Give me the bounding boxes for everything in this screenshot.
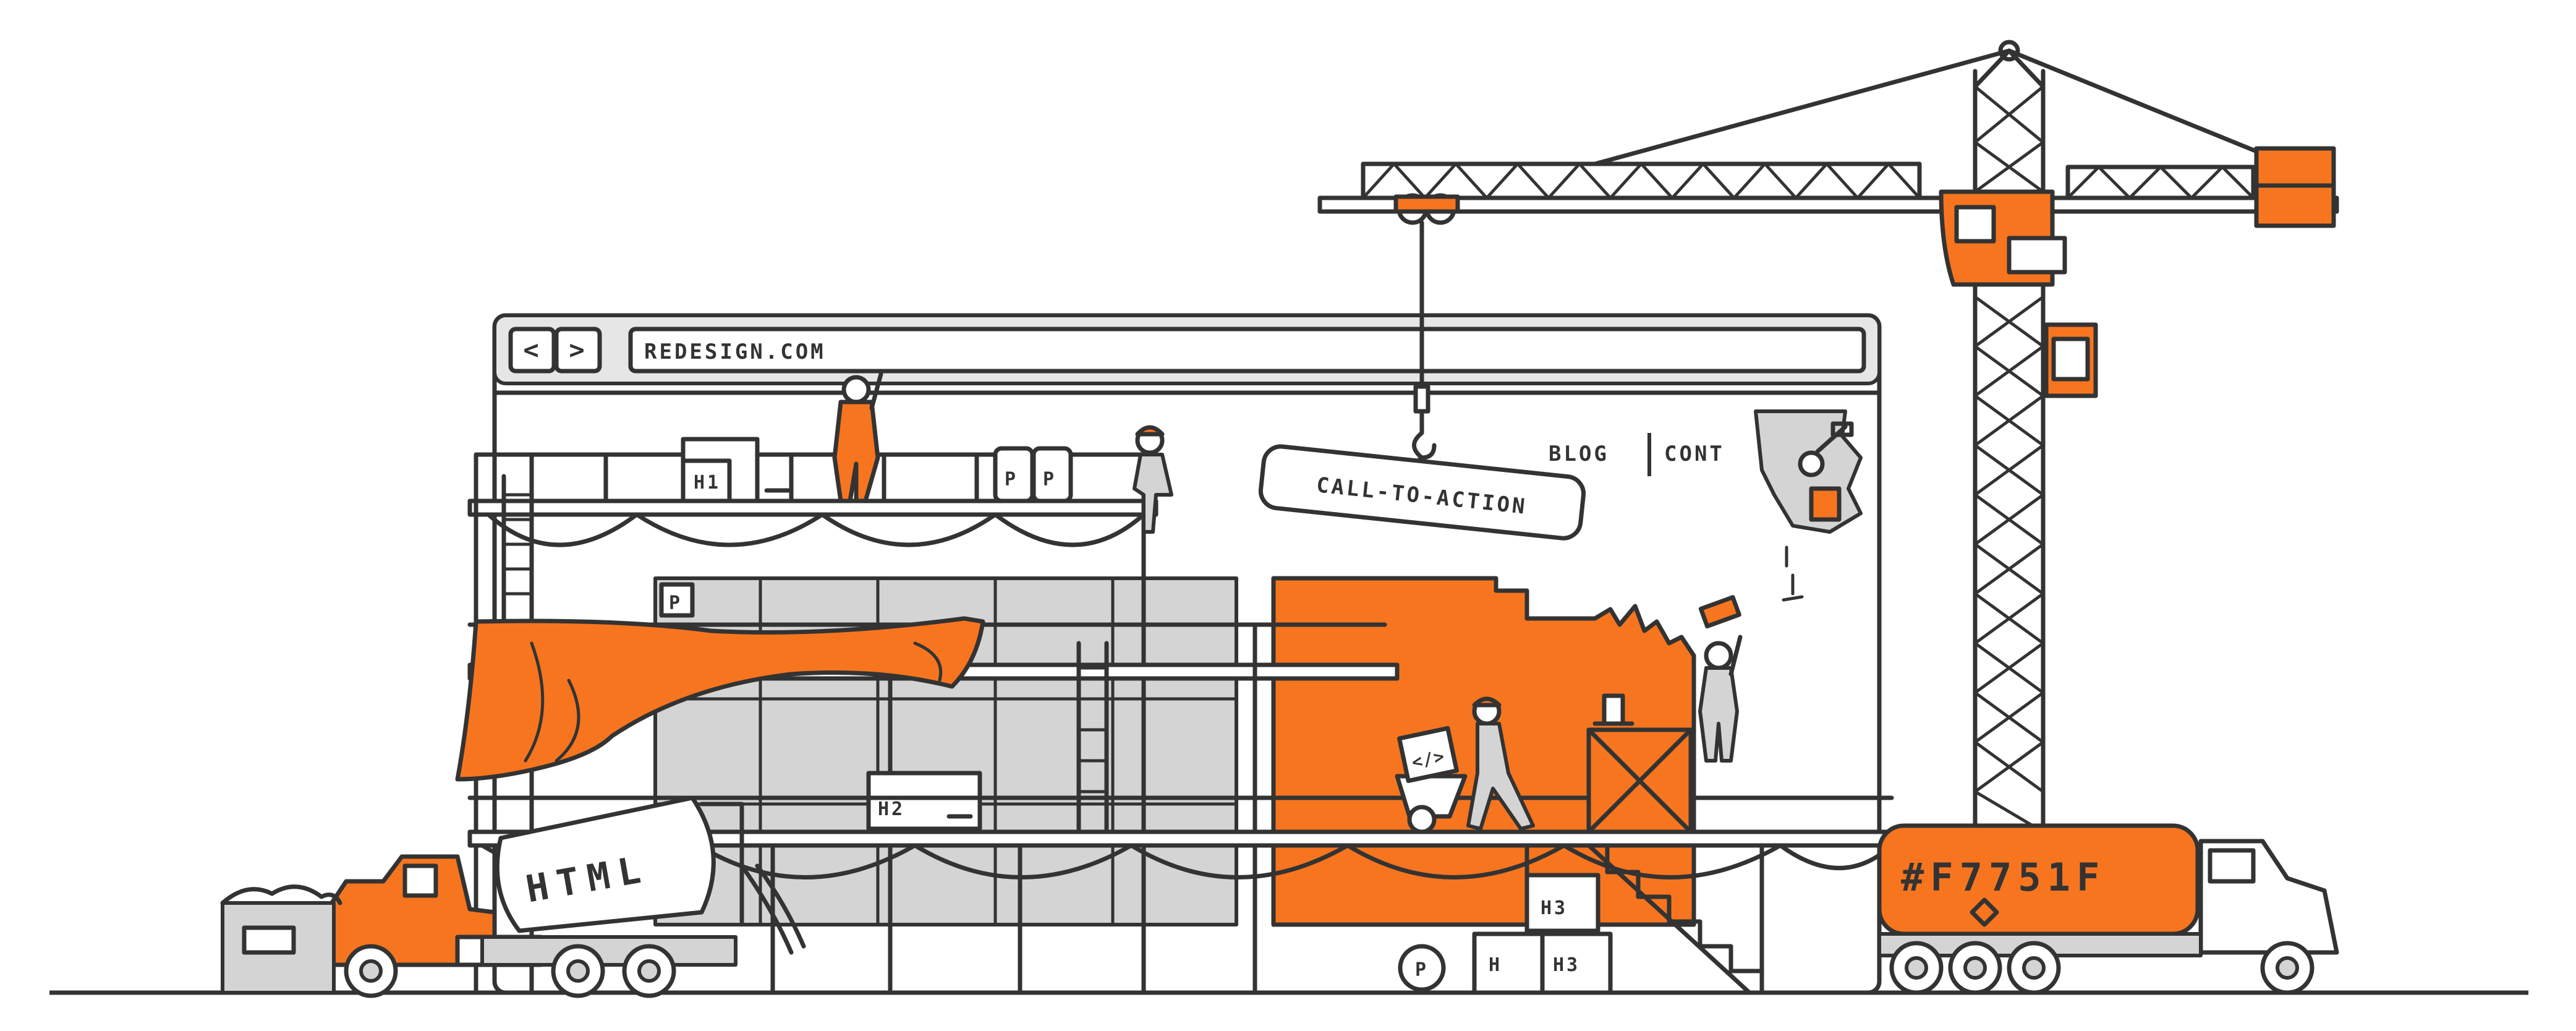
nav-item-cont: CONT — [1664, 442, 1725, 466]
tanker-truck: #F7751F — [1877, 823, 2339, 995]
forward-button[interactable]: > — [554, 327, 602, 374]
worker-top-left — [832, 372, 883, 503]
worker-painter — [1698, 595, 1743, 763]
mixer-drum — [495, 795, 716, 933]
tower-crane — [1317, 40, 2339, 834]
cement-mixer-truck: HTML — [325, 795, 806, 998]
h1-label: H1 — [694, 472, 721, 494]
p-block-label-1: P — [1005, 469, 1018, 490]
small-scaffold-tower — [1586, 693, 1693, 834]
address-bar-url: REDESIGN.COM — [644, 340, 826, 364]
nav-item-blog: BLOG — [1549, 442, 1609, 466]
orange-cloth — [455, 616, 985, 782]
h3-label-top: H3 — [1541, 897, 1568, 919]
worker-wheelbarrow: </> — [1395, 696, 1535, 834]
worker-wall-hammer — [1754, 409, 1863, 602]
h-small-label: H — [1489, 954, 1502, 976]
h3-box-stack: H3 H H3 P — [1398, 873, 1613, 995]
cta-button-sign[interactable]: CALL-TO-ACTION — [1258, 444, 1586, 541]
back-button[interactable]: < — [508, 327, 556, 374]
p-block-label-2: P — [1043, 469, 1056, 490]
dumpster — [220, 884, 342, 995]
tanker-text: #F7751F — [1901, 855, 2106, 900]
worker-ladder — [1133, 425, 1173, 534]
h3-label-bottom: H3 — [1553, 954, 1580, 976]
paragraph-block-label: P — [669, 593, 682, 614]
h2-label: H2 — [878, 798, 905, 820]
p-round-label: P — [1415, 959, 1429, 981]
address-bar[interactable]: REDESIGN.COM — [628, 327, 1866, 374]
back-label: < — [523, 335, 541, 365]
forward-label: > — [569, 335, 587, 365]
ladder-top-left — [501, 474, 534, 621]
bottom-platform — [467, 795, 1910, 995]
